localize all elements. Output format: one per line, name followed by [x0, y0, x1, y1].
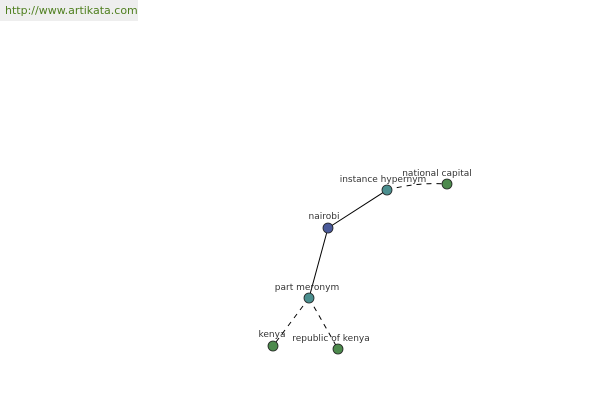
node-kenya[interactable] [267, 340, 279, 352]
edge-instance-hypernym-to-national-capital [386, 183, 448, 191]
node-national-capital[interactable] [441, 178, 453, 190]
node-part-meronym[interactable] [303, 292, 315, 304]
node-label-republic-of-kenya: republic of kenya [292, 334, 370, 344]
edge-part-meronym-to-kenya [272, 297, 310, 347]
edge-nairobi-to-part-meronym [308, 227, 329, 299]
node-label-kenya: kenya [259, 330, 286, 340]
node-label-instance-hypernym: instance hypernym [340, 175, 427, 185]
node-instance-hypernym[interactable] [381, 184, 393, 196]
node-label-part-meronym: part meronym [275, 283, 339, 293]
site-banner: http://www.artikata.com [0, 0, 138, 21]
node-label-nairobi: nairobi [309, 212, 340, 222]
node-republic-of-kenya[interactable] [332, 343, 344, 355]
site-link[interactable]: http://www.artikata.com [5, 4, 138, 17]
edge-nairobi-to-instance-hypernym [327, 189, 388, 229]
node-label-national-capital: national capital [402, 169, 472, 179]
graph-edges [272, 183, 448, 350]
node-nairobi[interactable] [322, 222, 334, 234]
